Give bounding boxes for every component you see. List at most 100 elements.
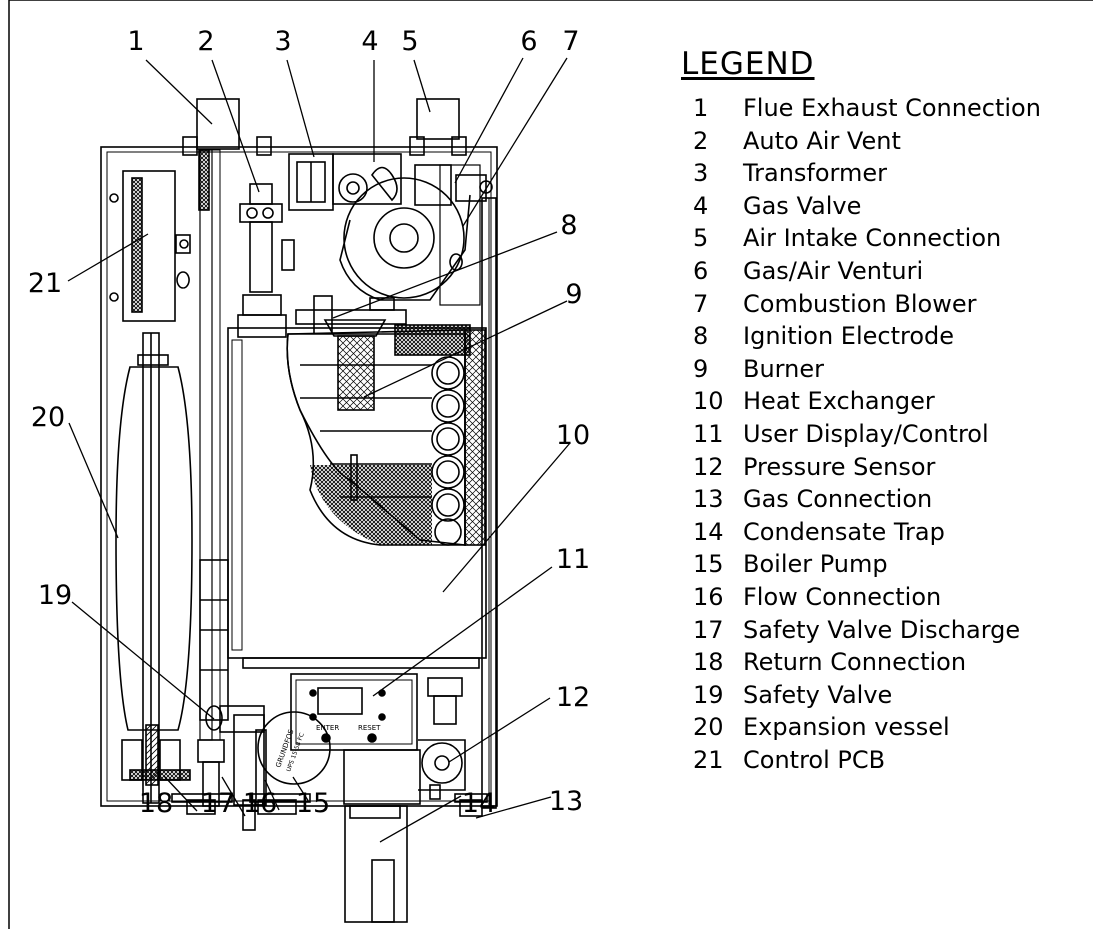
legend-item: 8 Ignition Electrode [693, 320, 1041, 353]
legend-item-number: 19 [693, 680, 724, 709]
legend-item: 18 Return Connection [693, 646, 1041, 679]
legend-item-number: 17 [693, 615, 724, 644]
callout-12: 12 [556, 682, 590, 713]
legend-item-number: 3 [693, 159, 709, 188]
boiler-pump [257, 711, 331, 785]
legend-item-label: Condensate Trap [743, 517, 945, 546]
legend-item-number: 1 [693, 94, 709, 122]
air-intake-connection [416, 98, 460, 140]
safety-valve-discharge [242, 799, 256, 831]
legend-item-number: 7 [693, 289, 709, 318]
callout-15: 15 [296, 788, 330, 819]
control-pcb [122, 170, 176, 322]
legend-item-number: 18 [693, 648, 724, 677]
legend-item-label: Gas/Air Venturi [743, 256, 924, 285]
callout-3: 3 [274, 26, 291, 57]
callout-5: 5 [401, 26, 418, 57]
legend-item: 15 Boiler Pump [693, 548, 1041, 581]
callout-labels: 1 2 3 4 5 6 7 8 9 10 11 12 13 14 15 16 1… [28, 26, 590, 819]
safety-valve [205, 705, 223, 731]
pressure-sensor [421, 742, 463, 784]
callout-6: 6 [520, 26, 537, 57]
callout-16: 16 [243, 788, 277, 819]
legend-item-label: Pressure Sensor [743, 452, 936, 481]
return-connection [186, 799, 216, 815]
callout-1: 1 [127, 26, 144, 57]
legend-item: 9 Burner [693, 353, 1041, 386]
enter-button: ENTER [316, 724, 339, 732]
legend-item-label: User Display/Control [743, 419, 989, 448]
callout-20: 20 [31, 402, 65, 433]
legend-item-label: Flue Exhaust Connection [743, 94, 1041, 122]
legend-item-number: 4 [693, 191, 709, 220]
legend-item-number: 5 [693, 224, 709, 253]
legend-item: 17 Safety Valve Discharge [693, 614, 1041, 647]
boiler-drawing [100, 98, 498, 923]
callout-4: 4 [361, 26, 378, 57]
flow-connection [257, 799, 297, 815]
legend-item-label: Safety Valve Discharge [743, 615, 1021, 644]
legend-item: 1 Flue Exhaust Connection [693, 92, 1041, 125]
callout-21: 21 [28, 268, 62, 299]
legend-item: 3 Transformer [693, 157, 1041, 190]
legend-item-number: 16 [693, 582, 724, 611]
legend-item: 19 Safety Valve [693, 679, 1041, 712]
legend-item-label: Gas Connection [743, 485, 933, 514]
legend-item-number: 8 [693, 322, 709, 351]
legend-item-label: Control PCB [743, 745, 886, 774]
legend-item-number: 13 [693, 485, 724, 514]
cabinet-outline [100, 146, 498, 807]
legend-item-label: Ignition Electrode [743, 322, 955, 351]
callout-2: 2 [197, 26, 214, 57]
callout-11: 11 [556, 544, 590, 575]
legend-item-label: Combustion Blower [743, 289, 977, 318]
exchanger-coils [431, 356, 465, 546]
legend-item-label: Auto Air Vent [743, 126, 901, 155]
callout-14: 14 [462, 788, 496, 819]
burner [337, 335, 375, 411]
legend-item-number: 14 [693, 517, 724, 546]
legend-item-number: 9 [693, 354, 709, 383]
legend-item-number: 21 [693, 745, 724, 774]
combustion-blower [343, 177, 465, 299]
legend-list: 1 Flue Exhaust Connection 2 Auto Air Vent 3 T… [693, 92, 1041, 776]
gas-connection [459, 799, 483, 817]
legend-item-number: 6 [693, 256, 709, 285]
page-border [8, 0, 1093, 929]
legend-item-label: Gas Valve [743, 191, 862, 220]
legend-item: 12 Pressure Sensor [693, 451, 1041, 484]
legend-title: LEGEND [681, 46, 815, 82]
legend-item: 4 Gas Valve [693, 190, 1041, 223]
legend-item-label: Return Connection [743, 648, 967, 677]
callout-18: 18 [139, 788, 173, 819]
legend-item-label: Transformer [743, 159, 888, 188]
legend-item: 14 Condensate Trap [693, 516, 1041, 549]
legend-item-number: 12 [693, 452, 724, 481]
legend-item: 21 Control PCB [693, 744, 1041, 777]
legend-item-label: Boiler Pump [743, 550, 888, 579]
legend-item-number: 15 [693, 550, 724, 579]
user-display-control [290, 673, 418, 751]
legend-item: 16 Flow Connection [693, 581, 1041, 614]
legend-item-number: 2 [693, 126, 709, 155]
leader-lines [67, 57, 571, 843]
legend-item-label: Safety Valve [743, 680, 893, 709]
legend-item-label: Burner [743, 354, 824, 383]
callout-19: 19 [38, 580, 72, 611]
legend-item: 2 Auto Air Vent [693, 125, 1041, 158]
legend-item-label: Heat Exchanger [743, 387, 935, 416]
expansion-vessel [115, 366, 193, 731]
legend-item-label: Flow Connection [743, 582, 942, 611]
legend-item: 13 Gas Connection [693, 483, 1041, 516]
gas-valve [332, 153, 402, 205]
callout-17: 17 [201, 788, 235, 819]
legend-item: 6 Gas/Air Venturi [693, 255, 1041, 288]
condensate-trap [344, 805, 408, 923]
reset-button: RESET [358, 724, 381, 732]
callout-8: 8 [560, 210, 577, 241]
